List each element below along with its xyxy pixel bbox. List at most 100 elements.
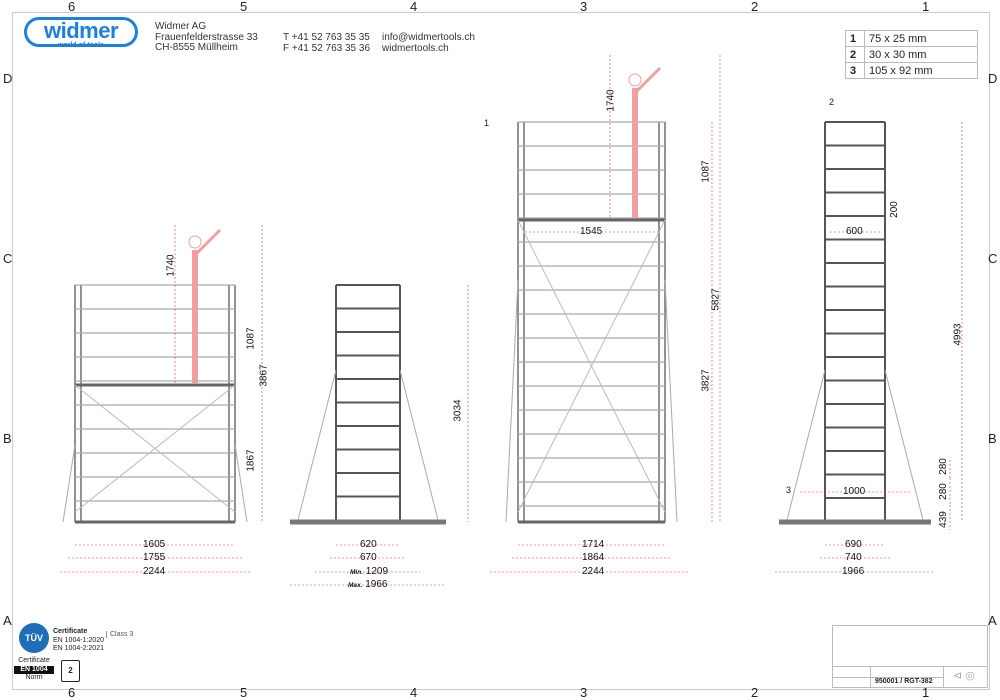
zone-row-a-right: A <box>988 613 997 628</box>
zone-col-4-bottom: 4 <box>410 685 418 700</box>
dim-width: 2244 <box>143 566 166 577</box>
drawing-frame <box>12 12 990 690</box>
zone-col-6: 6 <box>68 0 76 14</box>
badge-top: Certificate <box>18 657 50 664</box>
company-contact: info@widmertools.ch widmertools.ch <box>382 32 475 54</box>
dim-width: 1755 <box>143 552 166 563</box>
dim-width: 1864 <box>582 552 605 563</box>
human-arm <box>633 66 662 95</box>
company-city: CH-8555 Müllheim <box>155 42 238 53</box>
dim-height: 1087 <box>245 327 257 350</box>
zone-col-4: 4 <box>410 0 418 14</box>
zone-col-5: 5 <box>240 0 248 14</box>
dim-height: 4993 <box>952 323 964 346</box>
dim-width: 740 <box>845 552 862 563</box>
company-street: Frauenfelderstrasse 33 <box>155 31 258 43</box>
dim-width: 2244 <box>582 566 605 577</box>
certificate-class: Class 3 <box>106 631 133 638</box>
company-web[interactable]: widmertools.ch <box>382 42 449 54</box>
human-head <box>188 235 202 249</box>
dim-height: 3034 <box>452 399 464 422</box>
dim-width: 1605 <box>143 539 166 550</box>
dim-width-min: Min. 1209 <box>350 566 388 577</box>
dim-height: 280 <box>937 483 949 500</box>
dim-height: 5827 <box>710 288 722 311</box>
zone-col-5-bottom: 5 <box>240 685 248 700</box>
en1004-badge: Certificate EN 1004 Norm <box>14 657 54 683</box>
company-address: Widmer AG Frauenfelderstrasse 33 CH-8555… <box>155 21 258 54</box>
dim-rung-width: 600 <box>846 226 863 237</box>
company-fax: F +41 52 763 35 36 <box>283 42 371 54</box>
dim-width: 1966 <box>842 566 865 577</box>
dim-height: 1087 <box>700 160 712 183</box>
tuv-seal: TÜV <box>19 623 49 653</box>
zone-row-b: B <box>3 431 12 446</box>
badge-bottom: Norm <box>25 674 43 681</box>
zone-col-3: 3 <box>580 0 588 14</box>
zone-row-c-right: C <box>988 251 998 266</box>
certificate-title: Certificate <box>53 628 88 635</box>
callout-1: 1 <box>484 118 490 128</box>
certificate-info: Certificate EN 1004-1:2020 EN 1004-2:202… <box>53 628 104 654</box>
front-low-stabilizer <box>234 444 248 523</box>
dim-width: 670 <box>360 552 377 563</box>
projection-symbol-icon: ⊲ ◎ <box>953 670 975 682</box>
dim-inner: 1000 <box>843 486 866 497</box>
certificate-norm-2: EN 1004-2:2021 <box>53 645 104 652</box>
dim-height: 1740 <box>605 89 617 112</box>
dim-height: 439 <box>937 511 949 528</box>
widmer-logo: widmer <box>24 17 138 47</box>
front-low-brace <box>74 384 236 513</box>
zone-col-2: 2 <box>751 0 759 14</box>
dim-width: 1714 <box>582 539 605 550</box>
title-block: 950001 / RGT-382 ⊲ ◎ <box>832 625 988 688</box>
legend-value: 30 x 30 mm <box>864 46 978 63</box>
load-class-weight-icon: 2 <box>61 660 80 682</box>
company-phone-block: T +41 52 763 35 35 F +41 52 763 35 36 <box>283 32 371 54</box>
dim-width: 620 <box>360 539 377 550</box>
side-low-stabilizer <box>297 369 337 521</box>
dim-width: 690 <box>845 539 862 550</box>
front-high-stabilizer <box>664 279 678 523</box>
company-email[interactable]: info@widmertools.ch <box>382 32 475 43</box>
callout-2: 2 <box>829 97 835 107</box>
legend-value: 105 x 92 mm <box>864 62 978 79</box>
side-low-stabilizer <box>399 369 439 521</box>
side-high-stabilizer <box>786 369 826 521</box>
front-high-brace <box>517 219 666 513</box>
dim-rung-gap: 200 <box>888 201 900 218</box>
callout-3: 3 <box>786 485 792 495</box>
dim-width-max: Max. 1966 <box>348 579 387 590</box>
badge-middle: EN 1004 <box>14 665 54 674</box>
front-low-stabilizer <box>62 444 76 523</box>
human-arm <box>193 228 222 257</box>
zone-row-d-right: D <box>988 71 998 86</box>
dim-height: 1740 <box>165 254 177 277</box>
front-high-stabilizer <box>505 279 519 523</box>
zone-row-d: D <box>3 71 13 86</box>
max-label: Max. <box>348 582 363 589</box>
zone-col-1-bottom: 1 <box>922 685 930 700</box>
max-value: 1966 <box>365 579 388 590</box>
dim-height: 3867 <box>258 364 270 387</box>
dim-platform: 1545 <box>580 226 603 237</box>
min-value: 1209 <box>365 566 389 577</box>
zone-col-2-bottom: 2 <box>751 685 759 700</box>
legend-value: 75 x 25 mm <box>864 30 978 47</box>
company-name: Widmer AG <box>155 21 207 32</box>
side-high-stabilizer <box>884 369 924 521</box>
min-label: Min. <box>350 569 363 576</box>
dim-height: 3827 <box>700 369 712 392</box>
zone-row-c: C <box>3 251 13 266</box>
logo-tagline: world of tools <box>58 42 104 49</box>
zone-col-3-bottom: 3 <box>580 685 588 700</box>
zone-row-b-right: B <box>988 431 997 446</box>
human-head <box>628 73 642 87</box>
drawing-number: 950001 / RGT-382 <box>875 678 933 685</box>
company-phone: T +41 52 763 35 35 <box>283 32 370 43</box>
